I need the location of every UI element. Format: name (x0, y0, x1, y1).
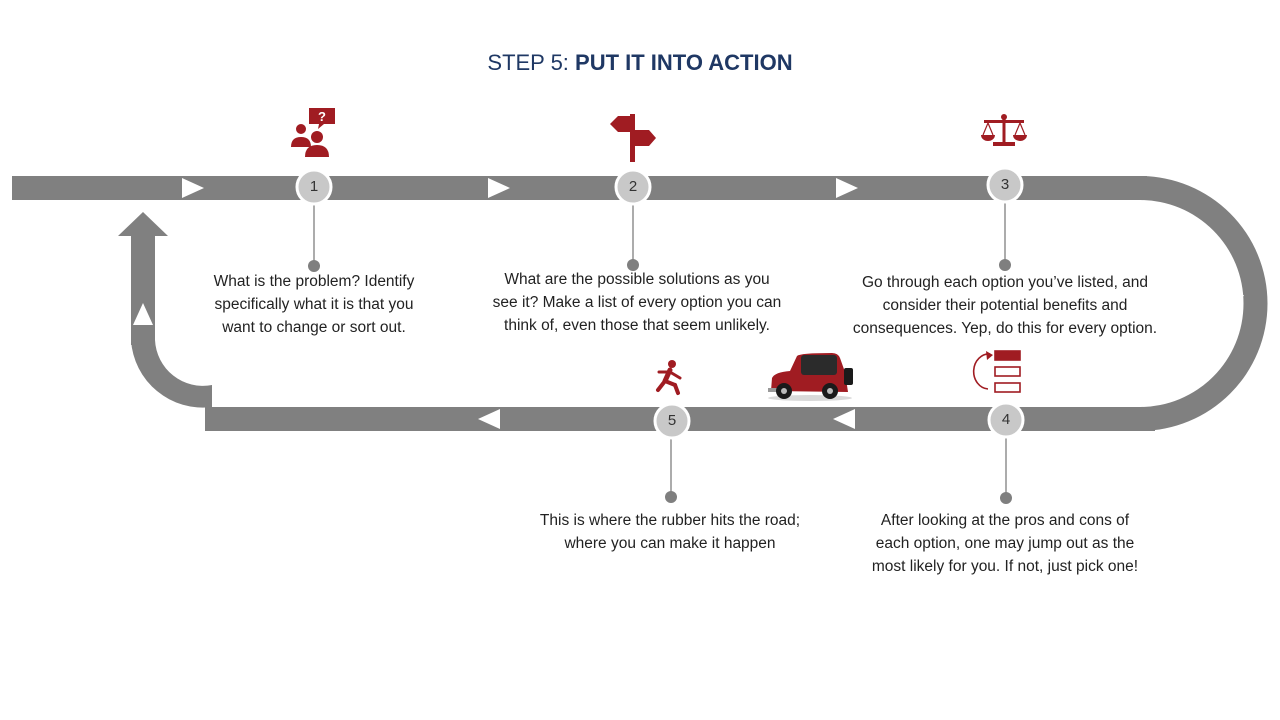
step-3-line-3: consequences. Yep, do this for every opt… (852, 320, 1158, 337)
arrow-left-1 (833, 409, 855, 429)
arrow-down (1222, 295, 1244, 315)
step-5-line-2: where you can make it happen (564, 535, 776, 552)
step-4-line-2: each option, one may jump out as the (875, 535, 1135, 552)
direction-arrows (133, 178, 1244, 429)
step-marker-1 (295, 168, 333, 206)
step-markers (295, 166, 1025, 440)
people-question-icon: ? (291, 108, 335, 157)
svg-text:?: ? (318, 109, 326, 124)
connectors (308, 198, 1012, 504)
step-3-line-1: Go through each option you’ve listed, an… (861, 274, 1149, 291)
step-number-1: 1 (309, 178, 319, 195)
track-left-curve (131, 340, 212, 408)
step-description-3: Go through each option you’ve listed, an… (820, 271, 1190, 340)
step-marker-5 (653, 402, 691, 440)
step-description-5: This is where the rubber hits the road; … (505, 509, 835, 555)
list-select-icon (972, 350, 1021, 393)
step-marker-2 (614, 168, 652, 206)
title-emphasis: PUT IT INTO ACTION (575, 50, 793, 75)
step-1-line-2: specifically what it is that you (214, 296, 414, 313)
page-title: STEP 5: PUT IT INTO ACTION (0, 50, 1280, 76)
connector-dot-1 (308, 260, 320, 272)
step-number-3: 3 (1000, 176, 1010, 193)
step-description-1: What is the problem? Identify specifical… (174, 270, 454, 339)
track-arrow-head (118, 212, 168, 236)
title-prefix: STEP 5: (487, 50, 576, 75)
arrow-right-2 (488, 178, 510, 198)
step-1-line-1: What is the problem? Identify (213, 273, 415, 290)
step-number-5: 5 (667, 412, 677, 429)
arrow-right-3 (836, 178, 858, 198)
track-left (131, 235, 155, 345)
step-3-line-2: consider their potential benefits and (882, 297, 1128, 314)
step-4-line-3: most likely for you. If not, just pick o… (871, 558, 1139, 575)
step-description-2: What are the possible solutions as you s… (462, 268, 812, 337)
step-1-line-3: want to change or sort out. (222, 319, 406, 336)
arrow-up (133, 303, 153, 325)
step-4-line-1: After looking at the pros and cons of (880, 512, 1130, 529)
connector-dot-5 (665, 491, 677, 503)
scales-icon (981, 114, 1027, 146)
step-number-4: 4 (1001, 411, 1011, 428)
arrow-right-1 (182, 178, 204, 198)
step-5-line-1: This is where the rubber hits the road; (539, 512, 801, 529)
step-marker-4 (987, 401, 1025, 439)
step-number-2: 2 (628, 178, 638, 195)
connector-dot-4 (1000, 492, 1012, 504)
connector-dot-3 (999, 259, 1011, 271)
car-icon (768, 353, 853, 401)
step-2-line-3: think of, even those that seem unlikely. (504, 317, 770, 334)
connector-dot-2 (627, 259, 639, 271)
step-marker-3 (986, 166, 1024, 204)
step-2-line-2: see it? Make a list of every option you … (492, 294, 782, 311)
arrow-left-2 (478, 409, 500, 429)
step-2-line-1: What are the possible solutions as you (504, 271, 770, 288)
signpost-icon (610, 114, 656, 162)
track-right-curve (1140, 176, 1268, 431)
running-person-icon (656, 360, 682, 395)
step-description-4: After looking at the pros and cons of ea… (840, 509, 1170, 578)
